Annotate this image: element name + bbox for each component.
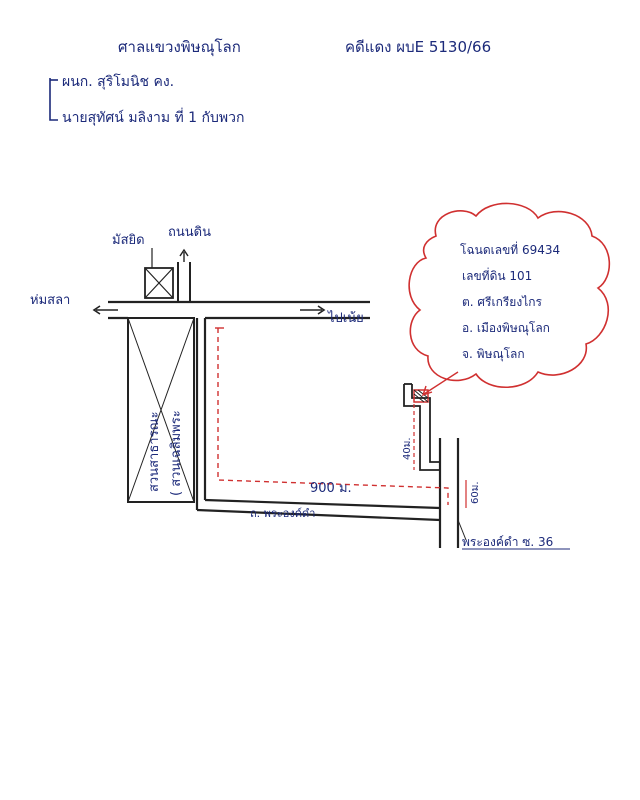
park-area xyxy=(127,317,195,503)
park-label-1: สวนสาธารณะ xyxy=(147,411,162,492)
party-bracket xyxy=(49,78,58,121)
mosque-box xyxy=(144,267,174,299)
soi-road xyxy=(438,438,460,548)
mosque-label: มัสยิด xyxy=(112,233,145,248)
court-name: ศาลแขวงพิษณุโลก xyxy=(118,38,241,57)
case-number: คดีแดง ผบE 5130/66 xyxy=(345,38,491,56)
distance-short-1: 40ม. xyxy=(402,438,413,461)
right-direction-label: ไปเน้ย xyxy=(327,310,364,326)
plot-lane xyxy=(403,383,440,471)
right-arrow-head xyxy=(317,305,326,315)
road-end-label: พระองค์ดำ ซ. 36 xyxy=(462,535,553,549)
left-direction-label: ห่มสลา xyxy=(30,293,70,308)
defendant-name: นายสุทัศน์ มลิงาม ที่ 1 กับพวก xyxy=(62,108,244,126)
park-label-2: ( สวนเฉลิมพระ xyxy=(169,410,184,496)
mosque-cross xyxy=(144,267,174,299)
plot-marker xyxy=(413,389,429,403)
plaintiff-name: ผนก. สุริโมนิช คง. xyxy=(62,73,174,90)
distance-horizontal: 900 ม. xyxy=(310,481,352,496)
park-cross xyxy=(127,317,195,503)
main-road-top xyxy=(108,300,370,320)
cloud-line: เลขที่ดิน 101 xyxy=(462,267,532,283)
cloud-line: อ. เมืองพิษณุโลก xyxy=(462,321,550,336)
callout-pointer xyxy=(423,371,459,395)
left-arrow-head xyxy=(92,305,101,315)
cloud-line: ต. ศรีเกรียงไกร xyxy=(462,295,542,309)
road-top-label: ถนนดิน xyxy=(168,225,211,240)
bottom-road-label: ถ. พระองค์ดำ xyxy=(250,507,315,520)
mosque-road xyxy=(177,262,191,302)
cloud-text: โฉนดเลขที่ 69434 เลขที่ดิน 101 ต. ศรีเกร… xyxy=(460,241,560,362)
distance-short-2: 60ม. xyxy=(470,482,481,505)
cloud-line: จ. พิษณุโลก xyxy=(462,347,525,362)
cloud-callout xyxy=(408,202,611,389)
cloud-line: โฉนดเลขที่ 69434 xyxy=(460,241,560,257)
plot-hatch xyxy=(413,389,429,403)
vertical-road xyxy=(195,318,207,510)
bottom-road xyxy=(196,498,441,522)
route-line xyxy=(217,328,449,505)
